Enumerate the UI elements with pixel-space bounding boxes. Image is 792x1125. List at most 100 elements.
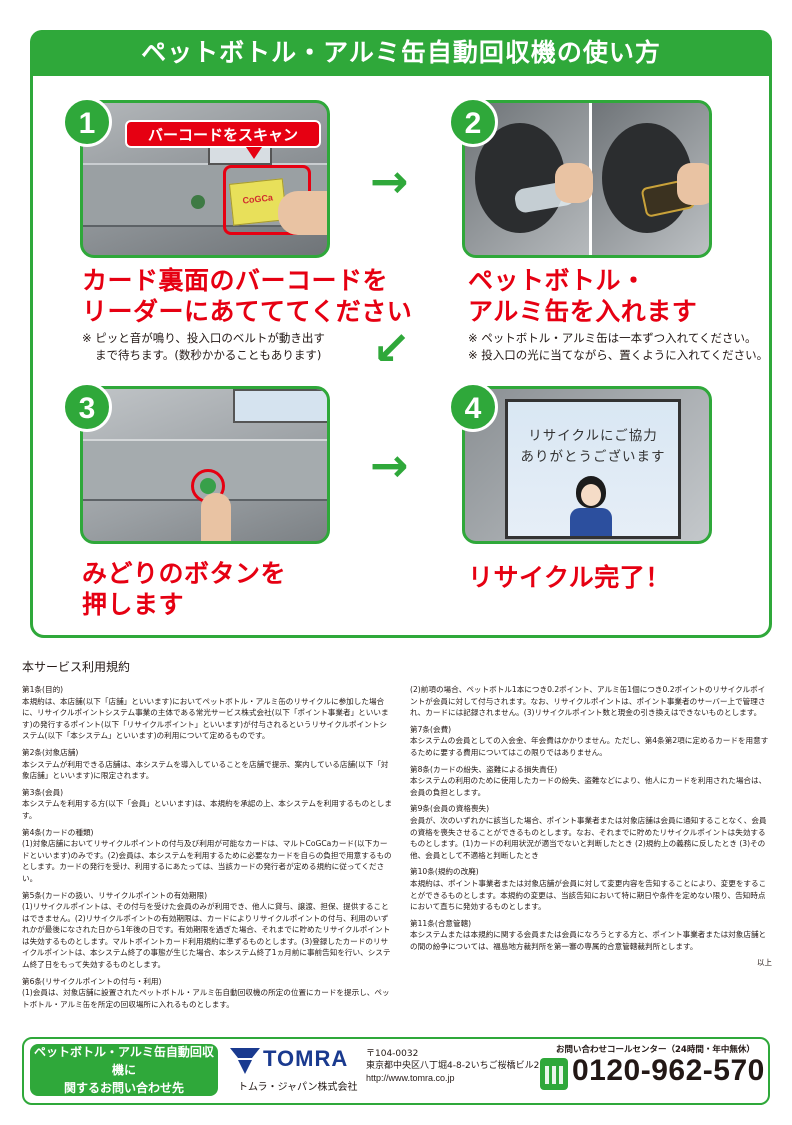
step1-headline-line1: カード裏面のバーコードを bbox=[82, 266, 389, 295]
step2-note-line2: ※ 投入口の光に当てながら、置くように入れてください。 bbox=[468, 348, 769, 362]
tomra-logo-icon bbox=[230, 1048, 260, 1074]
article-heading: 第1条(目的) bbox=[22, 685, 64, 694]
pressing-finger bbox=[201, 493, 231, 541]
article-heading: 第2条(対象店舗) bbox=[22, 747, 79, 757]
completion-screen: リサイクルにご協力 ありがとうございます bbox=[505, 399, 681, 539]
intake-opening-left bbox=[475, 123, 565, 233]
article-body: (1)リサイクルポイントは、その付与を受けた会員のみが利用でき、他人に貸与、譲渡… bbox=[22, 902, 391, 970]
green-button bbox=[200, 478, 216, 494]
terms-article: (2)前項の場合、ペットボトル1本につき0.2ポイント、アルミ缶1個につき0.2… bbox=[410, 684, 772, 719]
step3-headline-line2: 押します bbox=[82, 590, 185, 619]
terms-article: 第6条(リサイクルポイントの付与・利用) (1)会員は、対象店舗に設置されたペット… bbox=[22, 976, 392, 1011]
website-link[interactable]: http://www.tomra.co.jp bbox=[366, 1073, 455, 1083]
street-address: 東京都中央区八丁堀4-8-2いちご桜橋ビル2F bbox=[366, 1061, 545, 1071]
step4-photo: リサイクルにご協力 ありがとうございます bbox=[462, 386, 712, 544]
step1-headline-line2: リーダーにあてててください bbox=[82, 297, 413, 326]
step4-number: 4 bbox=[448, 382, 498, 432]
character-face bbox=[581, 484, 601, 506]
step1-number: 1 bbox=[62, 97, 112, 147]
terms-left-column: 第1条(目的) 本規約は、本店舗(以下「店舗」といいます)においてペットボトル・ア… bbox=[22, 684, 392, 1015]
call-center-label: お問い合わせコールセンター（24時間・年中無休） bbox=[556, 1045, 755, 1055]
tomra-logo-text: TOMRA bbox=[263, 1046, 349, 1071]
step1-note-line2: まで待ちます。(数秒かかることもあります) bbox=[95, 348, 322, 362]
contact-badge-line2: 関するお問い合わせ先 bbox=[63, 1081, 184, 1095]
article-body: (1)会員は、対象店舗に設置されたペットボトル・アルミ缶自動回収機の所定の位置に… bbox=[22, 988, 390, 1009]
article-heading: 第8条(カードの紛失、盗難による損失責任) bbox=[410, 764, 558, 774]
contact-footer bbox=[22, 1037, 770, 1105]
screen-message-line1: リサイクルにご協力 bbox=[528, 428, 658, 444]
article-heading: 第5条(カードの扱い、リサイクルポイントの有効期限) bbox=[22, 890, 208, 900]
article-heading: 第3条(会員) bbox=[22, 787, 64, 797]
arrow-down-left: ↙ bbox=[372, 321, 411, 375]
terms-article: 第1条(目的) 本規約は、本店舗(以下「店舗」といいます)においてペットボトル・ア… bbox=[22, 684, 392, 742]
page-title: ペットボトル・アルミ缶自動回収機の使い方 bbox=[30, 30, 772, 76]
scan-callout-text: バーコードをスキャン bbox=[147, 126, 298, 144]
step1-note-line1: ※ ピッと音が鳴り、投入口のベルトが動き出す bbox=[82, 331, 325, 345]
terms-article: 第5条(カードの扱い、リサイクルポイントの有効期限) (1)リサイクルポイントは、… bbox=[22, 890, 392, 971]
terms-right-column: (2)前項の場合、ペットボトル1本につき0.2ポイント、アルミ缶1個につき0.2… bbox=[410, 684, 772, 969]
step2-number: 2 bbox=[448, 97, 498, 147]
screen-message-line2: ありがとうございます bbox=[520, 449, 666, 465]
article-heading: 第9条(会員の資格喪失) bbox=[410, 804, 490, 814]
step2-headline: ペットボトル・ アルミ缶を入れます bbox=[468, 265, 697, 327]
step4-headline: リサイクル完了！ bbox=[468, 562, 671, 593]
step3-headline: みどりのボタンを 押します bbox=[82, 558, 286, 620]
tomra-logo: TOMRA トムラ・ジャパン株式会社 bbox=[230, 1046, 358, 1096]
phone-number[interactable]: 0120-962-570 bbox=[572, 1054, 765, 1087]
article-body: 本規約は、ポイント事業者または対象店舗が会員に対して変更内容を告知することにより… bbox=[410, 878, 767, 912]
postal-code: 〒104-0032 bbox=[366, 1049, 419, 1059]
terms-article: 第10条(規約の改廃)本規約は、ポイント事業者または対象店舗が会員に対して変更内… bbox=[410, 866, 772, 912]
arrow-right-1: → bbox=[370, 154, 409, 208]
article-body: 会員が、次のいずれかに該当した場合、ポイント事業者または対象店舗は会員に通知する… bbox=[410, 815, 767, 860]
article-heading: 第10条(規約の改廃) bbox=[410, 867, 479, 877]
callout-pointer bbox=[246, 147, 262, 159]
card-label: CoGCa bbox=[241, 192, 274, 206]
article-body: 本規約は、本店舗(以下「店舗」といいます)においてペットボトル・アルミ缶のリサイ… bbox=[22, 696, 389, 741]
machine-screen bbox=[233, 389, 327, 423]
terms-article: 第8条(カードの紛失、盗難による損失責任) 本システムの利用のために使用したカード… bbox=[410, 764, 772, 799]
terms-article: 第2条(対象店舗) 本システムが利用できる店舗は、本システムを導入していることを店… bbox=[22, 747, 392, 782]
contact-badge-line1: ペットボトル・アルミ缶自動回収機に bbox=[34, 1045, 214, 1077]
article-heading: 第11条(合意管轄) bbox=[410, 918, 472, 928]
hand-left bbox=[555, 163, 593, 203]
terms-article: 第9条(会員の資格喪失)会員が、次のいずれかに該当した場合、ポイント事業者または… bbox=[410, 803, 772, 861]
hand bbox=[278, 191, 327, 235]
hand-right bbox=[677, 163, 709, 205]
phone-icon bbox=[540, 1058, 568, 1090]
company-address: 〒104-0032 東京都中央区八丁堀4-8-2いちご桜橋ビル2F http:/… bbox=[366, 1048, 545, 1084]
step2-headline-line1: ペットボトル・ bbox=[468, 266, 647, 295]
step3-number: 3 bbox=[62, 382, 112, 432]
terms-article: 第7条(会費) 本システムの会員としての入会金、年会費はかかりません。ただし、第4… bbox=[410, 724, 772, 759]
step3-headline-line1: みどりのボタンを bbox=[82, 559, 287, 588]
contact-badge: ペットボトル・アルミ缶自動回収機に 関するお問い合わせ先 bbox=[30, 1044, 218, 1096]
article-heading: 第4条(カードの種類) bbox=[22, 827, 94, 837]
article-body: 本システムまたは本規約に関する会員または会員になろうとする方と、ポイント事業者ま… bbox=[410, 930, 767, 951]
article-body: (1)対象店舗においてリサイクルポイントの付与及び利用が可能なカードは、マルトC… bbox=[22, 839, 392, 883]
article-body: 本システムが利用できる店舗は、本システムを導入していることを店舗で提示、案内して… bbox=[22, 759, 389, 781]
step1-headline: カード裏面のバーコードを リーダーにあてててください bbox=[82, 265, 412, 327]
step1-note: ※ ピッと音が鳴り、投入口のベルトが動き出す まで待ちます。(数秒かかることもあ… bbox=[82, 330, 325, 364]
arrow-right-2: → bbox=[370, 438, 409, 492]
character-body bbox=[570, 508, 612, 536]
article-body: 本システムの会員としての入会金、年会費はかかりません。ただし、第4条第2項に定め… bbox=[410, 736, 769, 757]
terms-article: 第4条(カードの種類) (1)対象店舗においてリサイクルポイントの付与及び利用が可… bbox=[22, 827, 392, 885]
screen-message: リサイクルにご協力 ありがとうございます bbox=[508, 426, 678, 468]
article-body: (2)前項の場合、ペットボトル1本につき0.2ポイント、アルミ缶1個につき0.2… bbox=[410, 685, 766, 718]
article-body: 本システムを利用する方(以下「会員」といいます)は、本規約を承認の上、本システム… bbox=[22, 799, 392, 820]
step4-headline-line1: リサイクル完了！ bbox=[468, 563, 671, 592]
article-heading: 第7条(会費) bbox=[410, 724, 452, 734]
company-name: トムラ・ジャパン株式会社 bbox=[238, 1082, 358, 1093]
step2-note: ※ ペットボトル・アルミ缶は一本ずつ入れてください。 ※ 投入口の光に当てながら… bbox=[468, 330, 768, 364]
step2-headline-line2: アルミ缶を入れます bbox=[468, 297, 698, 326]
article-body: 本システムの利用のために使用したカードの紛失、盗難などにより、他人にカードを利用… bbox=[410, 776, 767, 797]
article-heading: 第6条(リサイクルポイントの付与・利用) bbox=[22, 976, 162, 986]
terms-end-mark: 以上 bbox=[756, 958, 772, 968]
scan-callout: バーコードをスキャン bbox=[125, 120, 321, 148]
indicator-light bbox=[191, 195, 205, 209]
step3-photo bbox=[80, 386, 330, 544]
terms-article: 第3条(会員) 本システムを利用する方(以下「会員」といいます)は、本規約を承認の… bbox=[22, 787, 392, 822]
terms-title: 本サービス利用規約 bbox=[22, 660, 131, 674]
step2-note-line1: ※ ペットボトル・アルミ缶は一本ずつ入れてください。 bbox=[468, 331, 757, 345]
terms-article: 第11条(合意管轄) 本システムまたは本規約に関する会員または会員になろうとする方… bbox=[410, 918, 772, 953]
step2-photo bbox=[462, 100, 712, 258]
